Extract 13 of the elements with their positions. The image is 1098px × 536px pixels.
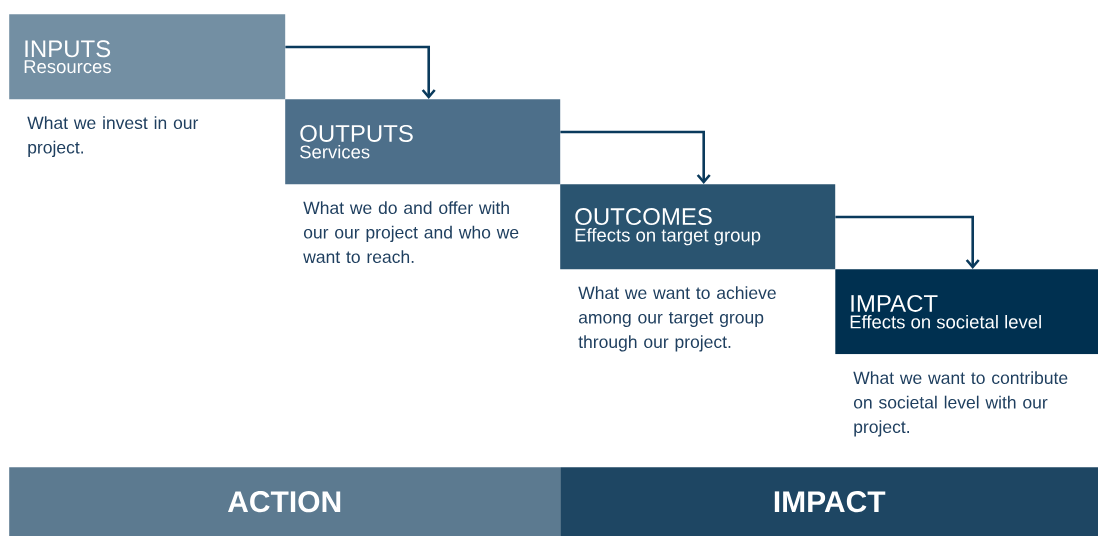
category-band: IMPACT	[560, 467, 1098, 536]
stage-box: INPUTS Resources	[9, 14, 286, 100]
elbow-arrow	[285, 45, 436, 99]
description-text: What we do and offer with our our project and who we want to reach.	[303, 201, 519, 264]
description-text: What we want to contribute on societal level with our project.	[853, 371, 1068, 437]
stage-box: IMPACT Effects on societal level	[835, 269, 1098, 355]
category-band: ACTION	[9, 467, 561, 536]
elbow-arrow	[835, 215, 980, 269]
stage-box: OUTCOMES Effects on target group	[560, 184, 836, 270]
elbow-arrow	[560, 130, 711, 184]
description-text: What we want to achieve among our target group through our project.	[578, 286, 776, 352]
stage-box: OUTPUTS Services	[285, 99, 561, 185]
description-text: What we invest in our project.	[27, 116, 199, 157]
